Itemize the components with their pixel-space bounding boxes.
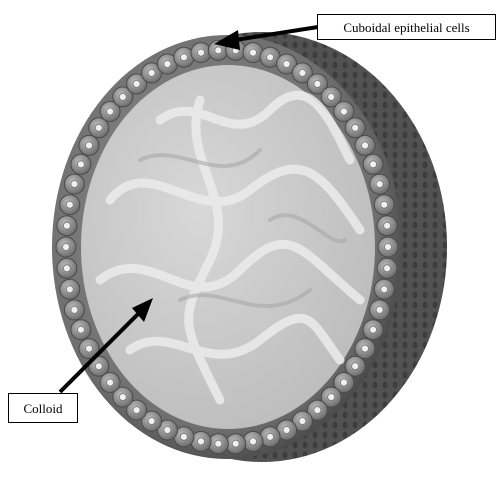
cell-nucleus bbox=[107, 108, 114, 115]
cell-nucleus bbox=[340, 108, 347, 115]
cell-nucleus bbox=[250, 438, 257, 445]
cell-nucleus bbox=[283, 427, 290, 434]
cell-nucleus bbox=[148, 69, 155, 76]
label-colloid: Colloid bbox=[8, 393, 78, 423]
cell-nucleus bbox=[340, 379, 347, 386]
cell-nucleus bbox=[198, 438, 205, 445]
cell-nucleus bbox=[232, 440, 239, 447]
cell-nucleus bbox=[77, 161, 84, 168]
cell-nucleus bbox=[384, 265, 391, 272]
cell-nucleus bbox=[77, 326, 84, 333]
cell-nucleus bbox=[250, 49, 257, 56]
cell-nucleus bbox=[63, 265, 70, 272]
cell-nucleus bbox=[370, 161, 377, 168]
cell-nucleus bbox=[107, 379, 114, 386]
label-cuboidal-epithelial-cells: Cuboidal epithelial cells bbox=[317, 14, 496, 40]
cell-nucleus bbox=[267, 54, 274, 61]
cell-nucleus bbox=[133, 80, 140, 87]
cell-nucleus bbox=[352, 363, 359, 370]
cell-nucleus bbox=[71, 181, 78, 188]
cell-nucleus bbox=[164, 427, 171, 434]
cell-nucleus bbox=[381, 201, 388, 208]
cell-nucleus bbox=[198, 49, 205, 56]
cell-nucleus bbox=[119, 394, 126, 401]
cell-nucleus bbox=[314, 407, 321, 414]
cell-nucleus bbox=[376, 306, 383, 313]
colloid-lumen bbox=[81, 65, 375, 429]
cell-nucleus bbox=[283, 61, 290, 68]
cell-nucleus bbox=[86, 345, 93, 352]
cell-nucleus bbox=[299, 69, 306, 76]
cell-nucleus bbox=[86, 142, 93, 149]
cell-nucleus bbox=[376, 181, 383, 188]
cell-nucleus bbox=[381, 286, 388, 293]
cell-nucleus bbox=[328, 394, 335, 401]
cell-nucleus bbox=[66, 286, 73, 293]
cell-nucleus bbox=[352, 124, 359, 131]
cell-nucleus bbox=[385, 244, 392, 251]
cell-nucleus bbox=[95, 363, 102, 370]
cell-nucleus bbox=[63, 222, 70, 229]
cell-nucleus bbox=[63, 244, 70, 251]
cell-nucleus bbox=[164, 61, 171, 68]
cell-nucleus bbox=[66, 201, 73, 208]
cell-nucleus bbox=[267, 433, 274, 440]
cell-nucleus bbox=[180, 54, 187, 61]
cell-nucleus bbox=[119, 93, 126, 100]
cell-nucleus bbox=[148, 418, 155, 425]
cell-nucleus bbox=[180, 433, 187, 440]
cell-nucleus bbox=[328, 93, 335, 100]
cell-nucleus bbox=[314, 80, 321, 87]
cell-nucleus bbox=[71, 306, 78, 313]
cell-nucleus bbox=[362, 345, 369, 352]
cell-nucleus bbox=[215, 47, 222, 54]
cell-nucleus bbox=[133, 407, 140, 414]
cell-nucleus bbox=[370, 326, 377, 333]
cell-nucleus bbox=[384, 222, 391, 229]
cell-nucleus bbox=[215, 440, 222, 447]
cell-nucleus bbox=[95, 124, 102, 131]
cell-nucleus bbox=[299, 418, 306, 425]
cell-nucleus bbox=[362, 142, 369, 149]
